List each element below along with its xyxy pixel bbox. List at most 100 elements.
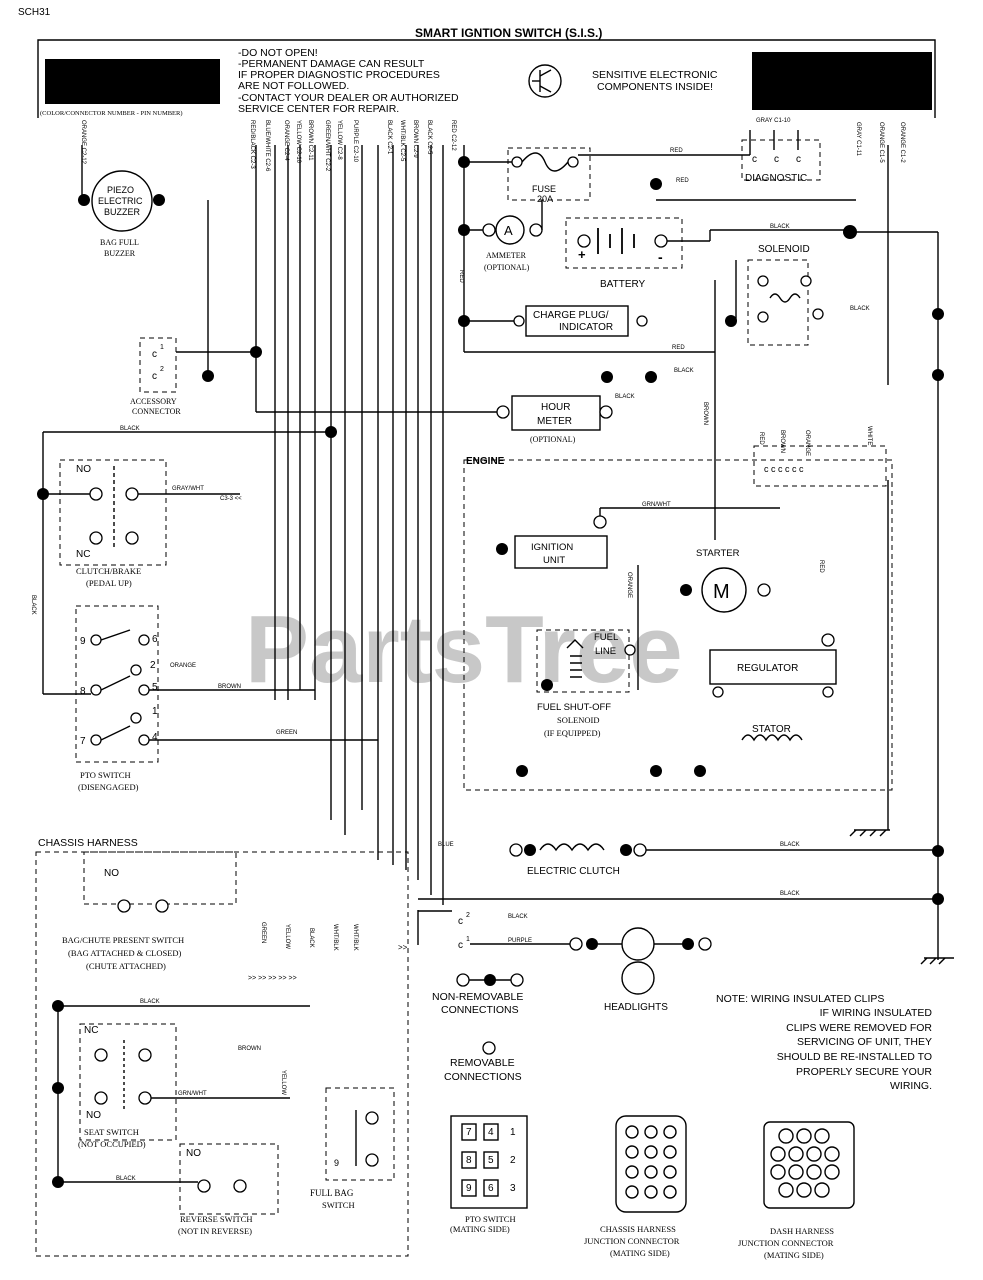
sis-module-outline [37,39,936,118]
svg-text:UNIT: UNIT [543,555,565,566]
svg-text:NC: NC [84,1025,98,1036]
svg-text:1: 1 [510,1127,516,1138]
svg-text:PTO SWITCH: PTO SWITCH [80,770,131,780]
piezo-buzzer: PIEZO ELECTRIC BUZZER [78,170,165,232]
pto-switch: 9 6 2 5 8 1 7 4 PTO SWITCH (DISENGAGED) [43,605,378,792]
svg-text:ORANGE C1-5: ORANGE C1-5 [878,122,884,163]
clutch-conn-c33: C3-3 << [220,496,242,502]
svg-text:BLACK: BLACK [308,928,314,948]
svg-text:ORANGE: ORANGE [804,430,810,456]
svg-text:AMMETER: AMMETER [486,251,527,260]
svg-text:YELLOW C2-10: YELLOW C2-10 [295,120,301,164]
seat-switch: NC NO SEAT SWITCH (NOT OCCUPIED) [78,1023,290,1149]
svg-text:(NOT IN REVERSE): (NOT IN REVERSE) [178,1226,252,1236]
svg-text:8: 8 [80,686,86,697]
svg-text:1: 1 [160,344,164,351]
svg-text:+: + [578,247,586,262]
pto-green-label: GREEN [276,730,297,736]
hour-meter: HOUR METER (OPTIONAL) [256,395,613,444]
svg-text:RED C2-12: RED C2-12 [450,120,456,151]
svg-text:GRAY C1-10: GRAY C1-10 [756,118,791,124]
svg-text:M: M [713,581,730,603]
black-left-label: BLACK [30,595,36,615]
svg-text:9: 9 [80,636,86,647]
svg-text:2: 2 [510,1155,516,1166]
brown-vert-label: BROWN [702,402,708,425]
dash-junction-connector: DASH HARNESS JUNCTION CONNECTOR (MATING … [738,1121,855,1260]
svg-text:c: c [774,154,779,165]
sis-label-block-right [752,52,932,110]
engine-connector: c c c c c c RED BROWN ORANGE WHITE [753,426,887,487]
svg-text:c: c [152,371,157,382]
svg-text:c c c c c c: c c c c c c [764,464,804,474]
diagnostic-connector: c c c DIAGNOSTIC [741,130,821,184]
svg-text:REVERSE SWITCH: REVERSE SWITCH [180,1214,253,1224]
svg-text:NOTE: WIRING INSULATED CLIPS: NOTE: WIRING INSULATED CLIPS [716,993,884,1005]
svg-text:JUNCTION CONNECTOR: JUNCTION CONNECTOR [738,1238,834,1248]
chassis-black-label: BLACK [140,999,160,1005]
svg-text:(CHUTE ATTACHED): (CHUTE ATTACHED) [86,961,166,971]
buzzer-caption-1: BAG FULL [100,238,139,247]
pto-orange-label: ORANGE [170,663,196,669]
accessory-connector: c c 1 2 [139,337,262,393]
svg-text:JUNCTION CONNECTOR: JUNCTION CONNECTOR [584,1236,680,1246]
black-node-2 [645,371,657,383]
svg-text:STATOR: STATOR [752,724,791,735]
headlights: HEADLIGHTS [569,927,712,1013]
svg-text:(MATING SIDE): (MATING SIDE) [610,1248,670,1258]
svg-text:-: - [658,249,663,265]
red-junction-1 [650,178,662,190]
chassis-node-2 [52,1082,64,1094]
red-wire-label: RED [676,178,689,184]
svg-text:SOLENOID: SOLENOID [758,244,810,255]
sensitive-text-2: COMPONENTS INSIDE! [597,81,713,93]
clutch-blue-label: BLUE [438,842,454,848]
legend-removable: REMOVABLE CONNECTIONS [444,1041,522,1083]
svg-text:c: c [152,349,157,360]
svg-text:5: 5 [152,682,158,693]
red-starter-label: RED [818,560,824,573]
right-node-3 [932,845,944,857]
fuse-red-label: RED [670,148,683,154]
stator: STATOR [741,724,803,742]
svg-text:GREEN/WHT C2-2: GREEN/WHT C2-2 [324,120,330,172]
svg-text:ELECTRIC CLUTCH: ELECTRIC CLUTCH [527,866,620,877]
svg-text:8: 8 [466,1155,472,1166]
right-node-2 [932,369,944,381]
starter-motor: M STARTER [680,548,771,613]
chassis-harness-label: CHASSIS HARNESS [38,837,138,849]
svg-text:METER: METER [537,416,572,427]
svg-text:BLACK C2-1: BLACK C2-1 [386,120,392,155]
svg-text:NO: NO [76,464,91,475]
svg-text:-DO NOT OPEN!: -DO NOT OPEN! [238,47,318,59]
svg-text:NO: NO [186,1148,201,1159]
buzzer-caption-2: BUZZER [104,249,136,258]
fuse-junction [458,156,470,168]
chassis-connector-labels: GREEN YELLOW BLACK WHT/BLK WHT/BLK >> >>… [248,922,358,982]
svg-text:ORANGE C2-12: ORANGE C2-12 [80,120,86,165]
svg-text:PROPERLY SECURE YOUR: PROPERLY SECURE YOUR [796,1066,932,1078]
svg-text:BLACK C2-5: BLACK C2-5 [426,120,432,155]
svg-text:WIRING.: WIRING. [890,1080,932,1092]
gray-wht-label: GRAY/WHT [172,486,204,492]
svg-text:(DISENGAGED): (DISENGAGED) [78,782,139,792]
svg-text:9: 9 [334,1158,339,1168]
svg-text:IGNITION: IGNITION [531,542,573,553]
svg-text:NON-REMOVABLE: NON-REMOVABLE [432,991,523,1003]
svg-text:FULL BAG: FULL BAG [310,1188,354,1198]
svg-text:9: 9 [466,1183,472,1194]
vertical-bus-wires [81,145,889,905]
svg-text:REMOVABLE: REMOVABLE [450,1057,515,1069]
chassis-harness-outline [35,851,409,1257]
svg-text:(OPTIONAL): (OPTIONAL) [484,263,530,272]
accessory-label-1: ACCESSORY [130,397,177,406]
clutch-brake-switch: NO NC CLUTCH/BRAKE (PEDAL UP) [37,459,240,588]
svg-text:6: 6 [488,1183,494,1194]
engine-node-3 [694,765,706,777]
svg-text:c: c [796,154,801,165]
svg-text:RED: RED [758,432,764,445]
svg-text:6: 6 [152,634,158,645]
svg-text:2: 2 [160,366,164,373]
fuel-shutoff-solenoid: FUEL LINE FUEL SHUT-OFF SOLENOID (IF EQU… [536,629,636,738]
svg-text:7: 7 [466,1127,472,1138]
